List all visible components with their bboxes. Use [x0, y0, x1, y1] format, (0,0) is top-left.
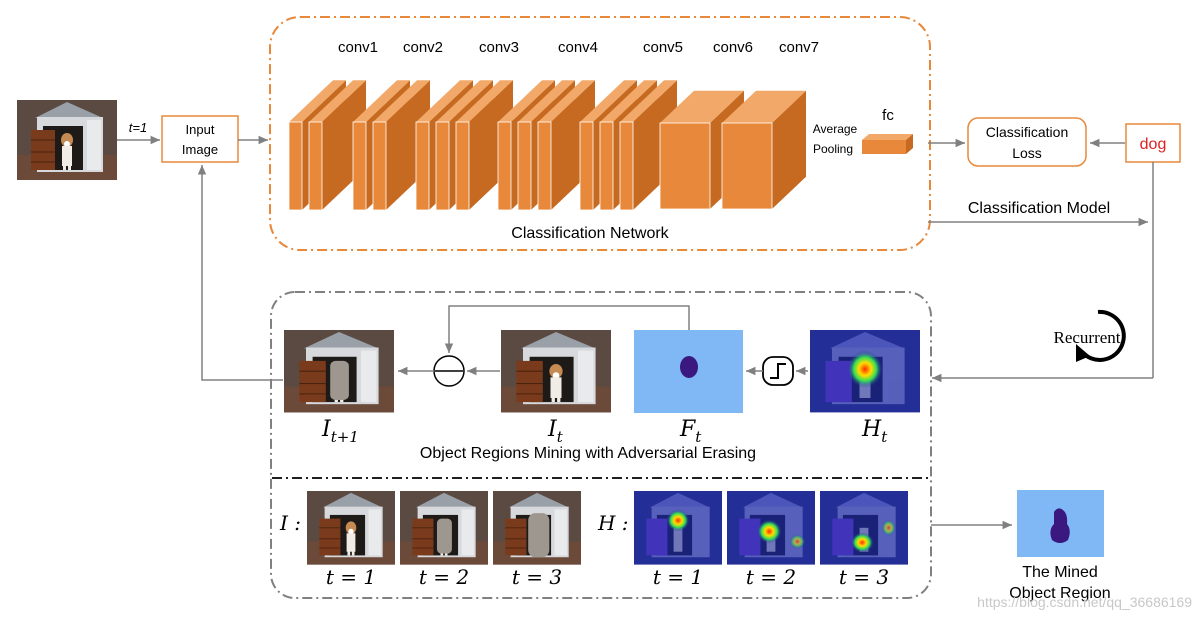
- label-f-t: Ft: [679, 417, 702, 446]
- h-step-3-label: t = 3: [839, 565, 889, 589]
- step-function-icon: [770, 363, 786, 379]
- t1-label: t=1: [129, 120, 147, 135]
- mask-to-subtract-arrow: [444, 305, 690, 353]
- input-box-label-line2: Image: [182, 142, 218, 157]
- mined-region-label-line1: The Mined: [1022, 564, 1098, 581]
- conv3-label: conv3: [479, 39, 519, 56]
- sequence-image-3: [492, 490, 582, 566]
- conv7-block: [721, 90, 806, 210]
- feedback-arrow: [197, 165, 283, 381]
- mask-ft: [634, 330, 743, 413]
- classification-network-frame: [269, 16, 931, 251]
- i-step-3-label: t = 3: [512, 565, 562, 589]
- mined-region-label-line2: Object Region: [1009, 585, 1110, 602]
- mined-object-region: [1017, 490, 1104, 557]
- label-i-t-plus-1: It+1: [321, 417, 359, 446]
- label-i-t: It: [547, 417, 564, 446]
- network-title: Classification Network: [511, 225, 669, 242]
- input-photo: [16, 99, 118, 181]
- sequence-image-1: [306, 490, 396, 566]
- h-step-2-label: t = 2: [746, 565, 796, 589]
- conv5-block-c: [619, 80, 677, 211]
- image-t: [500, 329, 612, 413]
- conv6-label: conv6: [713, 39, 753, 56]
- fc-layer: [862, 134, 913, 154]
- pooling-label-line2: Pooling: [813, 142, 853, 156]
- sequence-image-2: [399, 490, 489, 566]
- loss-label-line2: Loss: [1012, 145, 1042, 161]
- erasing-title: Object Regions Mining with Adversarial E…: [420, 445, 756, 462]
- sequence-heatmap-1: [634, 491, 722, 565]
- input-box-label-line1: Input: [186, 122, 215, 137]
- dog-label-box: [1125, 123, 1181, 163]
- erased-image-t-plus-1: [283, 329, 395, 413]
- recurrent-label: Recurrent: [1053, 328, 1120, 347]
- dog-label: dog: [1140, 136, 1167, 153]
- i-step-2-label: t = 2: [419, 565, 469, 589]
- h-step-1-label: t = 1: [653, 565, 703, 589]
- label-h-t: Ht: [861, 417, 888, 446]
- sequence-heatmap-3: [820, 491, 908, 565]
- heatmap-ht: [810, 330, 920, 413]
- conv-blocks: [288, 80, 806, 211]
- watermark: https://blog.csdn.net/qq_36686169: [977, 594, 1192, 610]
- conv5-label: conv5: [643, 39, 683, 56]
- h-sequence-prefix: H :: [597, 511, 629, 535]
- i-step-1-label: t = 1: [326, 565, 376, 589]
- conv2-label: conv2: [403, 39, 443, 56]
- conv1-label: conv1: [338, 39, 378, 56]
- loss-label-line1: Classification: [986, 124, 1068, 140]
- sequence-heatmap-2: [727, 491, 815, 565]
- conv7-label: conv7: [779, 39, 819, 56]
- classification-loss-box: [967, 117, 1087, 167]
- classification-model-label: Classification Model: [968, 200, 1110, 217]
- i-sequence-prefix: I :: [279, 511, 301, 535]
- erasing-frame: [270, 291, 932, 599]
- pooling-label-line1: Average: [813, 122, 858, 136]
- conv4-label: conv4: [558, 39, 598, 56]
- fc-label: fc: [882, 107, 894, 124]
- recurrent-icon: [1076, 309, 1126, 362]
- input-image-box: [161, 115, 239, 163]
